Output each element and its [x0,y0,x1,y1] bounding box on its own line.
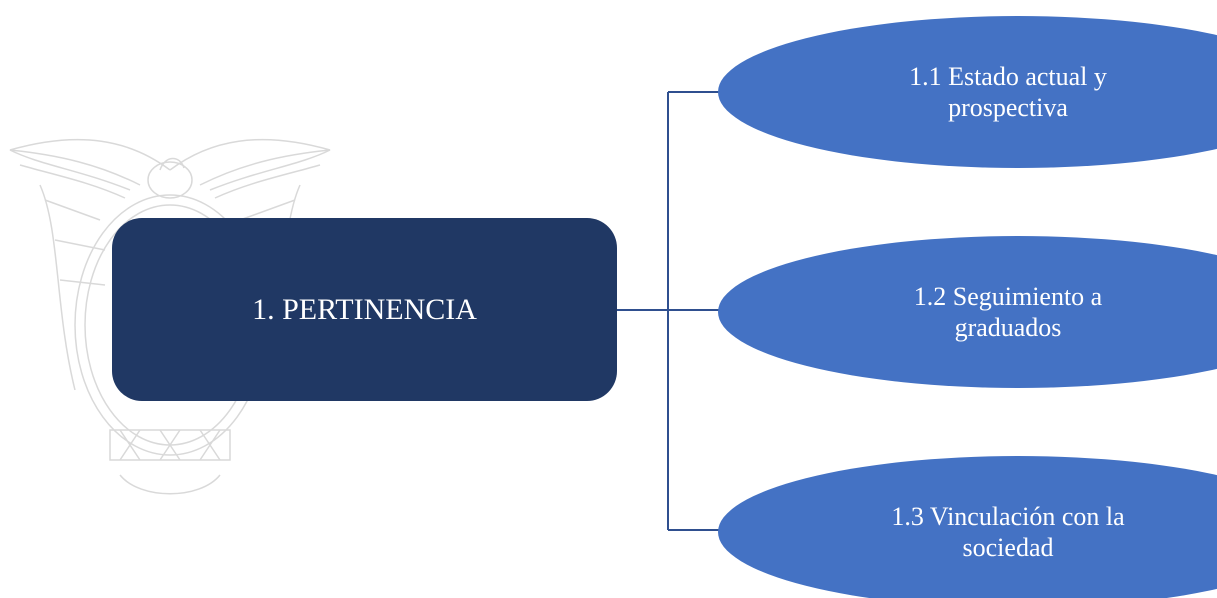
child-node-label-line1: 1.3 Vinculación con la [891,501,1125,531]
child-node-label-line1: 1.2 Seguimiento a [913,281,1103,311]
root-node-label: 1. PERTINENCIA [252,292,477,326]
root-node: 1. PERTINENCIA [112,218,617,401]
child-node-label-line2: prospectiva [948,93,1068,122]
child-node-label-line2: sociedad [962,533,1054,562]
child-node-label-line1: 1.1 Estado actual y [909,61,1107,91]
child-node-estado-actual: 1.1 Estado actual y prospectiva [718,16,1217,168]
child-node-vinculacion-sociedad: 1.3 Vinculación con la sociedad [718,456,1217,598]
child-node-seguimiento-graduados: 1.2 Seguimiento a graduados [718,236,1217,388]
child-node-label-line2: graduados [954,313,1062,342]
